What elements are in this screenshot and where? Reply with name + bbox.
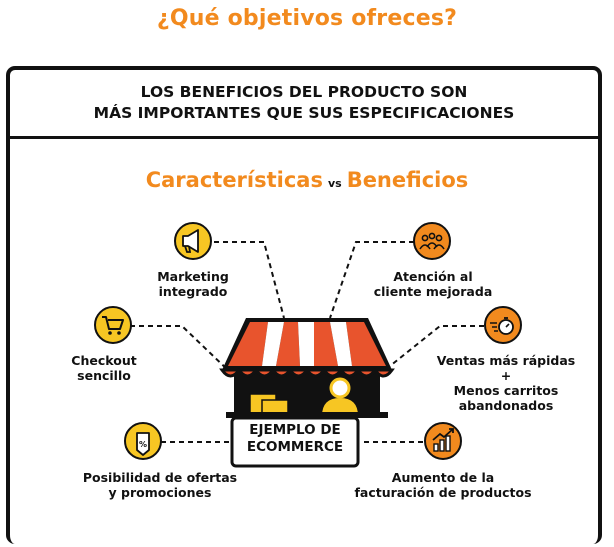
feature-label-checkout-line-1: Checkout bbox=[71, 353, 137, 368]
vs-label: vs bbox=[327, 177, 342, 190]
megaphone-icon bbox=[174, 222, 212, 260]
connectors bbox=[130, 241, 484, 443]
feature-label-marketing: Marketing integrado bbox=[157, 269, 229, 299]
feature-label-checkout-line-2: sencillo bbox=[77, 368, 131, 383]
feature-label-marketing-line-2: integrado bbox=[158, 284, 228, 299]
shopkeeper-head bbox=[329, 377, 351, 399]
features-heading: Características bbox=[145, 168, 323, 192]
awning-scallops bbox=[219, 367, 395, 378]
feature-label-marketing-line-1: Marketing bbox=[157, 269, 229, 284]
benefit-label-support-line-2: cliente mejorada bbox=[373, 284, 493, 299]
awning-white-stripes bbox=[262, 322, 352, 366]
connector-marketing bbox=[214, 241, 285, 319]
growth-chart-icon bbox=[424, 422, 462, 460]
connector-support bbox=[329, 241, 414, 319]
svg-text:%: % bbox=[139, 440, 147, 449]
benefit-label-sales-line-2: + bbox=[500, 368, 512, 383]
benefit-label-revenue: Aumento de la facturación de productos bbox=[354, 470, 531, 500]
feature-label-offers-line-2: y promociones bbox=[108, 485, 212, 500]
subtitle-line-2: MÁS IMPORTANTES QUE SUS ESPECIFICACIONES bbox=[93, 104, 515, 122]
benefit-label-revenue-line-1: Aumento de la bbox=[391, 470, 495, 485]
center-sign-text: EJEMPLO DE ECOMMERCE bbox=[230, 422, 360, 456]
content-frame bbox=[6, 66, 602, 544]
header-divider bbox=[10, 136, 598, 139]
shop-sign bbox=[230, 416, 360, 468]
center-sign-line-1: EJEMPLO DE bbox=[249, 422, 341, 438]
feature-label-offers-line-1: Posibilidad de ofertas bbox=[82, 470, 238, 485]
benefits-heading: Beneficios bbox=[346, 168, 469, 192]
benefit-label-sales-line-4: abandonados bbox=[458, 398, 554, 413]
cart-icon bbox=[94, 306, 132, 344]
people-icon bbox=[413, 222, 451, 260]
benefit-label-sales-line-3: Menos carritos bbox=[453, 383, 559, 398]
counter-top bbox=[226, 412, 388, 418]
center-sign-line-2: ECOMMERCE bbox=[246, 439, 344, 455]
shopkeeper-body bbox=[322, 398, 358, 416]
connector-checkout bbox=[130, 325, 233, 375]
benefit-label-sales: Ventas más rápidas + Menos carritos aban… bbox=[437, 353, 575, 413]
benefit-label-revenue-line-2: facturación de productos bbox=[354, 485, 532, 500]
price-tag-icon: % bbox=[124, 422, 162, 460]
benefit-label-support: Atención al cliente mejorada bbox=[374, 269, 493, 299]
subtitle-line-1: LOS BENEFICIOS DEL PRODUCTO SON bbox=[140, 83, 468, 101]
comparison-heading: Características vs Beneficios bbox=[0, 168, 614, 192]
fast-stopwatch-icon bbox=[484, 306, 522, 344]
benefit-label-support-line-1: Atención al bbox=[393, 269, 473, 284]
feature-label-offers: Posibilidad de ofertas y promociones bbox=[83, 470, 237, 500]
feature-label-checkout: Checkout sencillo bbox=[71, 353, 136, 383]
subtitle: LOS BENEFICIOS DEL PRODUCTO SON MÁS IMPO… bbox=[10, 82, 598, 124]
benefit-label-sales-line-1: Ventas más rápidas bbox=[436, 353, 576, 368]
shop-illustration bbox=[219, 318, 395, 468]
main-title: ¿Qué objetivos ofreces? bbox=[156, 6, 458, 31]
